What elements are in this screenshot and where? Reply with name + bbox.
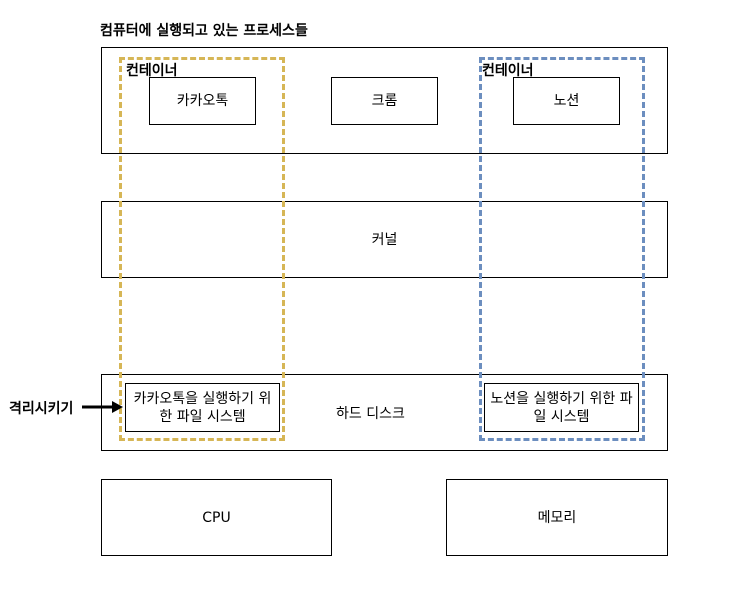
hard-disk-label: 하드 디스크	[336, 406, 405, 422]
notion-filesystem: 노션을 실행하기 위한 파일 시스템	[484, 383, 639, 432]
diagram-title: 컴퓨터에 실행되고 있는 프로세스들	[100, 23, 308, 39]
notion-filesystem-label: 노션을 실행하기 위한 파일 시스템	[490, 390, 633, 425]
kakaotalk-filesystem-label: 카카오톡을 실행하기 위한 파일 시스템	[133, 390, 272, 425]
memory-label: 메모리	[537, 509, 577, 526]
container-notion	[479, 57, 645, 441]
isolate-arrow-head	[112, 401, 123, 413]
cpu-label: CPU	[202, 509, 231, 526]
process-chrome: 크롬	[331, 77, 438, 125]
container-notion-label: 컨테이너	[482, 63, 534, 79]
container-kakaotalk	[119, 57, 285, 441]
kernel-label: 커널	[371, 231, 398, 248]
process-kakaotalk-label: 카카오톡	[176, 93, 229, 109]
kernel-box: 커널	[101, 201, 668, 278]
isolate-label: 격리시키기	[9, 401, 74, 417]
process-notion-label: 노션	[553, 93, 580, 109]
hard-disk-box	[101, 374, 668, 451]
process-chrome-label: 크롬	[371, 93, 398, 109]
kakaotalk-filesystem: 카카오톡을 실행하기 위한 파일 시스템	[125, 383, 280, 432]
process-notion: 노션	[513, 77, 620, 125]
process-layer-box	[101, 47, 668, 154]
cpu-box: CPU	[101, 479, 332, 556]
memory-box: 메모리	[446, 479, 668, 556]
process-kakaotalk: 카카오톡	[149, 77, 256, 125]
container-kakaotalk-label: 컨테이너	[126, 63, 178, 79]
